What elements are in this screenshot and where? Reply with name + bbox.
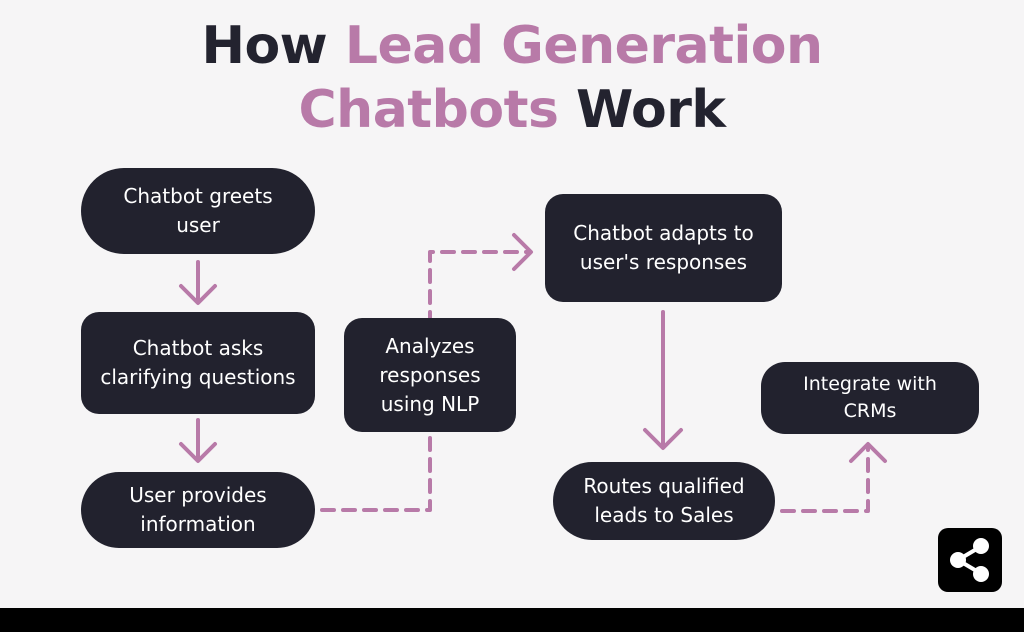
node-analyzes-responses-nlp: Analyzes responses using NLP bbox=[344, 318, 516, 432]
share-icon bbox=[950, 538, 989, 582]
node-label: Chatbot asks clarifying questions bbox=[100, 336, 296, 389]
node-label: Routes qualified leads to Sales bbox=[583, 474, 745, 527]
title-plain-work: Work bbox=[558, 80, 726, 140]
node-routes-qualified-leads: Routes qualified leads to Sales bbox=[553, 462, 775, 540]
node-label: Analyzes responses using NLP bbox=[379, 333, 481, 416]
node-chatbot-greets-user: Chatbot greets user bbox=[81, 168, 315, 254]
arrow-head-ask-to-provide bbox=[179, 442, 217, 463]
arrow-head-to-adapt bbox=[512, 233, 533, 271]
title-accent-chatbots: Chatbots bbox=[298, 80, 559, 140]
title-line-1: How Lead Generation bbox=[0, 14, 1024, 78]
title-plain-how: How bbox=[201, 16, 345, 76]
node-user-provides-information: User provides information bbox=[81, 472, 315, 548]
node-integrate-with-crms: Integrate with CRMs bbox=[761, 362, 979, 434]
arrow-head-adapt-to-route bbox=[643, 428, 683, 450]
dashed-path-route-to-integrate bbox=[780, 444, 870, 513]
node-label: Integrate with CRMs bbox=[803, 373, 937, 422]
node-label: Chatbot greets user bbox=[123, 184, 273, 237]
bottom-bar bbox=[0, 608, 1024, 632]
title-line-2: Chatbots Work bbox=[0, 78, 1024, 142]
node-chatbot-adapts: Chatbot adapts to user's responses bbox=[545, 194, 782, 302]
arrow-head-greet-to-ask bbox=[179, 284, 217, 305]
title-accent-lead-generation: Lead Generation bbox=[344, 16, 823, 76]
share-button[interactable] bbox=[938, 528, 1002, 592]
node-label: Chatbot adapts to user's responses bbox=[573, 221, 754, 274]
arrow-head-to-integrate bbox=[849, 442, 887, 463]
node-label: User provides information bbox=[129, 483, 267, 536]
diagram-title: How Lead Generation Chatbots Work bbox=[0, 14, 1024, 142]
node-chatbot-asks-questions: Chatbot asks clarifying questions bbox=[81, 312, 315, 414]
